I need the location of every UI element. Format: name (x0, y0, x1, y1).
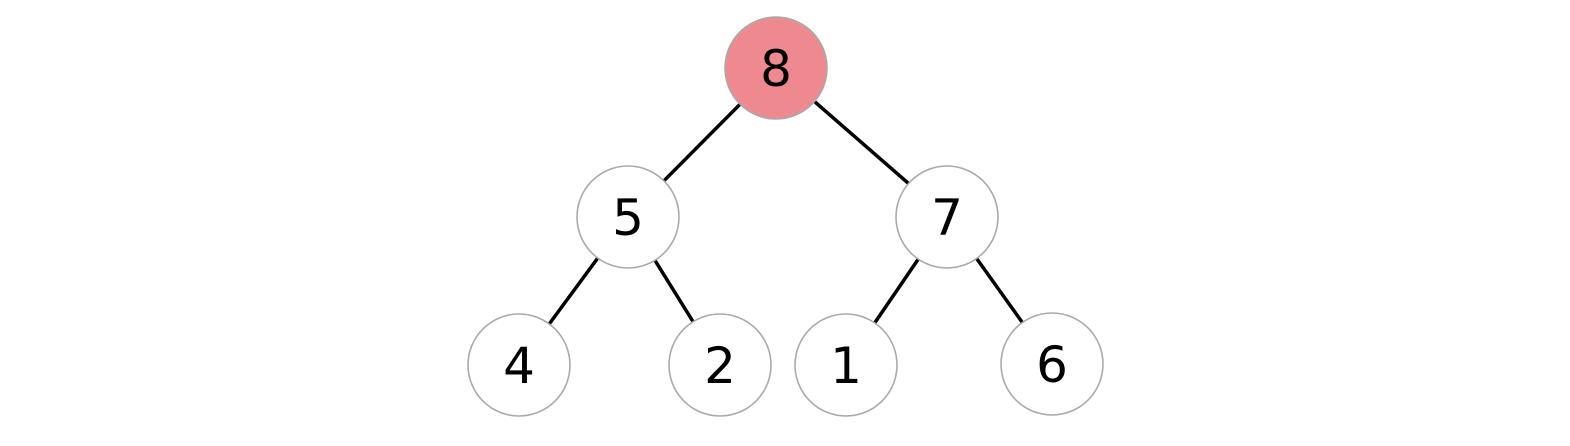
tree-node-2: 2 (668, 313, 772, 417)
node-label-7: 7 (931, 189, 963, 247)
tree-node-6: 6 (1000, 312, 1104, 416)
node-circle-2 (668, 313, 772, 417)
node-label-1: 1 (830, 337, 862, 395)
node-circle-4 (467, 313, 571, 417)
node-label-2: 2 (704, 337, 736, 395)
tree-node-4: 4 (467, 313, 571, 417)
tree-node-5: 5 (576, 165, 680, 269)
node-label-6: 6 (1036, 336, 1068, 394)
node-label-4: 4 (503, 337, 535, 395)
node-label-5: 5 (612, 189, 644, 247)
node-label-8: 8 (760, 40, 792, 98)
node-circle-8 (724, 16, 828, 120)
tree-node-1: 1 (794, 313, 898, 417)
node-circle-7 (895, 165, 999, 269)
tree-node-7: 7 (895, 165, 999, 269)
node-circle-5 (576, 165, 680, 269)
tree-nodes-layer: 8 5 7 4 2 1 6 (467, 16, 1104, 417)
node-circle-6 (1000, 312, 1104, 416)
node-circle-1 (794, 313, 898, 417)
tree-node-8: 8 (724, 16, 828, 120)
